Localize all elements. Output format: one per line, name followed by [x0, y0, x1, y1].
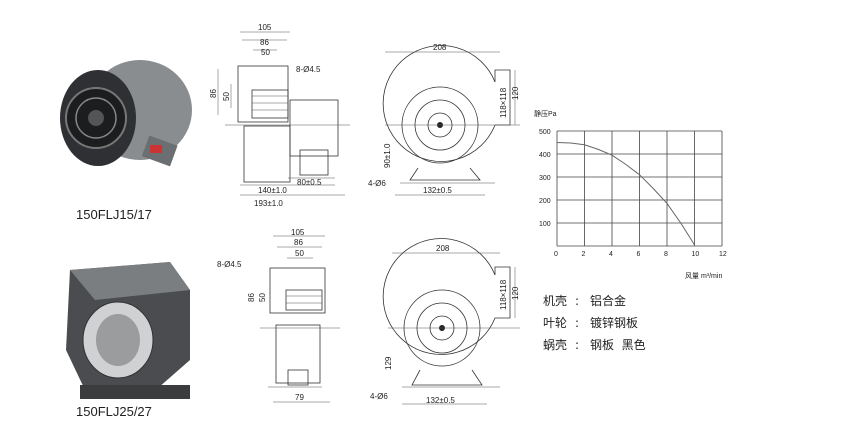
dim-label: 118×118: [499, 87, 508, 118]
dim-label: 132±0.5: [423, 186, 452, 195]
y-tick-label: 100: [539, 221, 551, 228]
x-tick-label: 4: [609, 251, 613, 258]
x-tick-label: 10: [692, 251, 700, 258]
material-part: 蜗壳: [543, 337, 567, 352]
dim-label: 86: [294, 238, 303, 247]
dim-label: 50: [258, 293, 267, 302]
model-label-2: 150FLJ25/27: [76, 404, 152, 419]
side-view-1: [217, 31, 350, 196]
x-tick-label: 6: [637, 251, 641, 258]
y-tick-label: 500: [539, 129, 551, 136]
dim-label: 140±1.0: [258, 186, 287, 195]
y-tick-label: 400: [539, 152, 551, 159]
x-tick-label: 0: [554, 251, 558, 258]
dim-label: 105: [258, 23, 272, 32]
dim-label: 4-Ø6: [368, 179, 386, 188]
x-tick-label: 12: [719, 251, 727, 258]
chart-xlabel: 风量 m³/min: [685, 272, 722, 280]
fan-photo-1: [60, 60, 192, 167]
x-tick-label: 2: [582, 251, 586, 258]
fan-photo-2: [66, 262, 190, 399]
y-tick-label: 300: [539, 175, 551, 182]
dim-label: 120: [511, 286, 520, 300]
dim-label: 4-Ø6: [370, 392, 388, 401]
dim-label: 132±0.5: [426, 396, 455, 405]
dim-label: 50: [295, 249, 304, 258]
dim-label: 208: [436, 244, 450, 253]
material-value: 镀锌钢板: [590, 316, 638, 330]
front-view-2: [382, 238, 520, 405]
dim-label: 50: [222, 92, 231, 101]
dim-label: 118×118: [499, 279, 508, 310]
dim-label: 80±0.5: [297, 178, 322, 187]
dim-label: 86: [247, 293, 256, 302]
y-tick-label: 200: [539, 198, 551, 205]
dim-label: 86: [209, 89, 218, 98]
material-value: 钢板 黑色: [590, 338, 646, 352]
side-view-2: [260, 235, 340, 403]
dim-label: 86: [260, 38, 269, 47]
dim-label: 129: [384, 356, 393, 370]
dim-label: 193±1.0: [254, 199, 283, 208]
x-tick-label: 8: [664, 251, 668, 258]
series-line-curve: [556, 142, 695, 246]
material-value: 铝合金: [590, 293, 626, 308]
material-sep: :: [575, 294, 579, 308]
chart-ylabel: 静压Pa: [534, 109, 557, 118]
pressure-flow-chart: 0 2 4 6 8 10 12 100 200 300 400 500: [539, 129, 727, 258]
material-part: 机壳: [543, 294, 567, 308]
dim-label: 90±1.0: [383, 143, 392, 168]
dim-label: 120: [511, 86, 520, 100]
dim-label: 105: [291, 228, 305, 237]
dim-label: 8-Ø4.5: [296, 65, 321, 74]
dim-label: 8-Ø4.5: [217, 260, 242, 269]
dim-label: 208: [433, 43, 447, 52]
material-sep: :: [575, 338, 579, 352]
dim-label: 50: [261, 48, 270, 57]
front-view-1: [382, 45, 520, 196]
material-sep: :: [575, 316, 579, 330]
material-part: 叶轮: [543, 316, 567, 330]
dim-label: 79: [295, 393, 304, 402]
model-label-1: 150FLJ15/17: [76, 207, 152, 222]
materials-list: 机壳 : 铝合金 叶轮 : 镀锌钢板 蜗壳 : 钢板 黑色: [543, 293, 646, 352]
